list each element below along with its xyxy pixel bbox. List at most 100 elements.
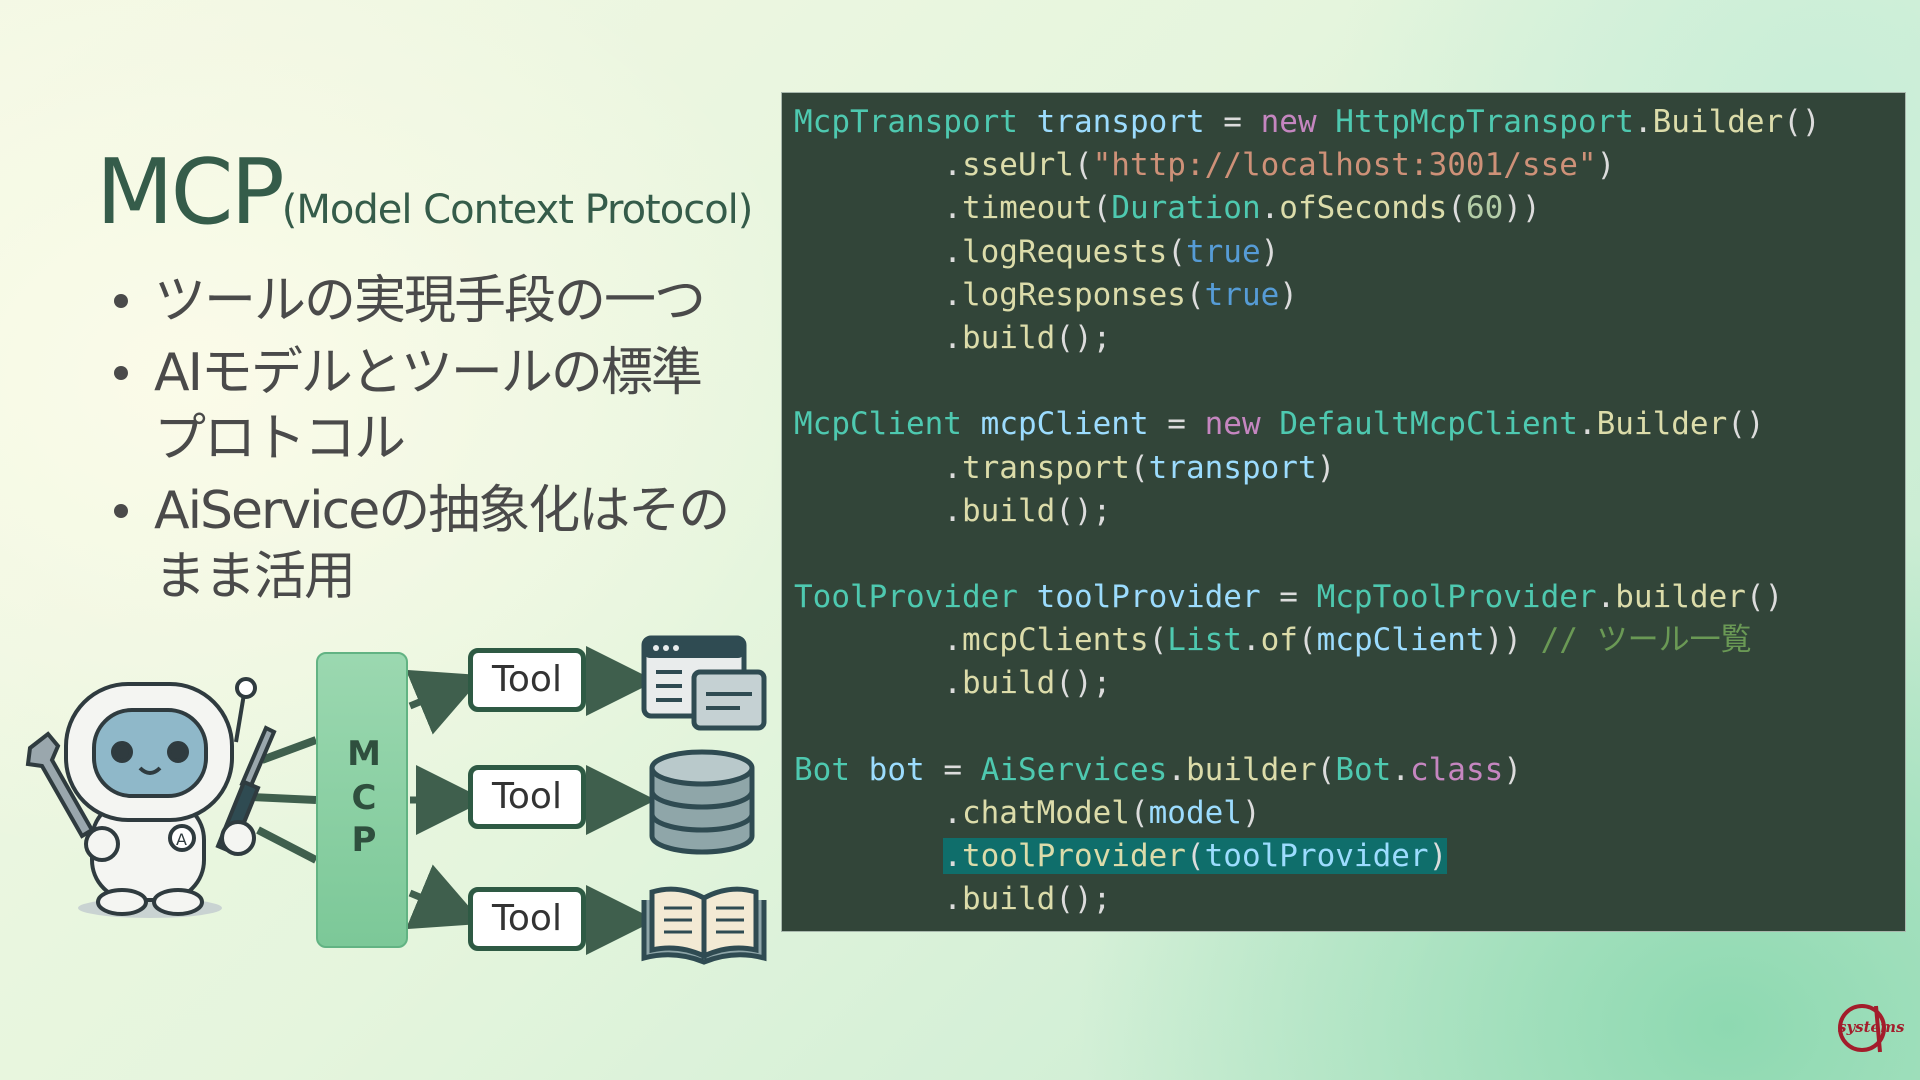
code-highlight: .toolProvider(toolProvider): [943, 838, 1448, 875]
code-line: .build();: [794, 317, 1905, 360]
code-token: .: [1260, 190, 1280, 227]
code-token: .: [1596, 579, 1616, 616]
code-token: model: [1148, 795, 1242, 831]
code-token: .: [794, 665, 962, 702]
code-token: .: [794, 233, 962, 270]
title-main: MCP: [96, 140, 285, 245]
code-token: ();: [1055, 881, 1112, 918]
mcp-to-tool-arrows: [405, 669, 486, 930]
code-token: ): [1596, 147, 1616, 184]
code-token: (: [1167, 233, 1186, 270]
code-line: .chatModel(model): [794, 792, 1905, 835]
tool-box: Tool: [468, 765, 586, 829]
code-comment: // ツール一覧: [1521, 622, 1752, 659]
code-token: ): [1316, 449, 1336, 486]
code-line: McpTransport transport = new HttpMcpTran…: [794, 101, 1905, 144]
code-token: ToolProvider: [794, 579, 1018, 616]
code-token: toolProvider: [961, 838, 1186, 875]
code-token: timeout: [961, 190, 1093, 227]
code-token: =: [924, 751, 981, 788]
code-token: class: [1409, 751, 1504, 788]
code-token: .: [794, 147, 962, 184]
code-line: McpClient mcpClient = new DefaultMcpClie…: [794, 403, 1905, 446]
code-token: (: [1447, 190, 1466, 227]
window-icon: [641, 635, 767, 731]
code-token: =: [1260, 579, 1317, 616]
code-line: .sseUrl("http://localhost:3001/sse"): [794, 144, 1905, 187]
code-token: McpClient: [794, 406, 962, 443]
code-token: transport: [1036, 104, 1205, 140]
code-token: "http://localhost:3001/sse": [1092, 147, 1597, 184]
code-token: .: [794, 276, 962, 313]
code-token: Builder: [1596, 406, 1728, 443]
code-line: .logRequests(true): [794, 231, 1905, 274]
title-subtitle: (Model Context Protocol): [281, 187, 754, 233]
code-token: (): [1745, 579, 1784, 616]
code-token: transport: [1148, 449, 1317, 486]
robot-connector-lines: [249, 736, 318, 864]
code-token: )): [1484, 622, 1522, 659]
database-icon: [649, 749, 755, 855]
book-icon: [641, 886, 767, 965]
code-token: List: [1167, 622, 1242, 659]
code-token: Builder: [1652, 104, 1784, 140]
code-token: .: [1241, 622, 1261, 659]
mcp-letter: P: [351, 820, 377, 860]
code-token: mcpClients: [961, 622, 1149, 659]
code-token: [1317, 104, 1336, 140]
code-token: of: [1260, 622, 1298, 659]
code-line: .build();: [794, 878, 1905, 921]
code-line: .timeout(Duration.ofSeconds(60)): [794, 187, 1905, 230]
code-token: HttpMcpTransport: [1335, 104, 1634, 140]
code-token: build: [961, 881, 1056, 918]
code-token: [1018, 579, 1037, 615]
code-token: [962, 406, 981, 442]
tool-box: Tool: [468, 887, 586, 951]
bullet-item: ツールの実現手段の一つ: [110, 268, 750, 334]
code-token: [1261, 406, 1280, 442]
code-token: true: [1204, 276, 1280, 313]
code-token: DefaultMcpClient: [1279, 406, 1578, 443]
code-token: (: [1129, 795, 1149, 831]
robot-mascot-icon: A: [25, 677, 277, 918]
logo-text: systems: [1838, 1018, 1905, 1036]
code-token: build: [961, 665, 1056, 702]
company-logo: [1838, 1004, 1886, 1053]
code-token: Bot: [794, 751, 850, 788]
code-token: .: [794, 319, 962, 356]
code-line: .logResponses(true): [794, 274, 1905, 317]
code-token: .: [794, 622, 962, 659]
code-token: ): [1279, 276, 1298, 313]
code-token: (: [1073, 147, 1093, 184]
code-token: build: [961, 319, 1056, 356]
code-line-blank: [794, 706, 1905, 749]
code-token: ();: [1055, 319, 1112, 356]
code-token: .: [794, 190, 962, 227]
tool-to-resource-arrows: [586, 646, 656, 955]
code-token: =: [1204, 104, 1261, 140]
code-token: Bot: [1335, 751, 1392, 788]
mcp-bar: M C P: [316, 652, 408, 948]
code-line: .build();: [794, 490, 1905, 533]
code-token: .: [794, 795, 962, 831]
code-token: .: [1577, 406, 1597, 443]
code-block: McpTransport transport = new HttpMcpTran…: [781, 92, 1906, 932]
code-token: [794, 838, 943, 874]
code-token: (: [1185, 838, 1205, 875]
slide-title: MCP(Model Context Protocol): [96, 140, 754, 245]
code-token: ): [1241, 795, 1261, 831]
code-line: ToolProvider toolProvider = McpToolProvi…: [794, 576, 1905, 619]
code-token: .: [1391, 751, 1410, 788]
code-token: toolProvider: [1036, 579, 1261, 616]
code-token: Duration: [1111, 190, 1261, 227]
code-token: logRequests: [961, 233, 1168, 270]
code-token: (: [1297, 622, 1317, 659]
code-line: .build();: [794, 662, 1905, 705]
code-token: mcpClient: [980, 406, 1149, 443]
code-token: builder: [1615, 579, 1746, 616]
code-token: .: [794, 449, 962, 486]
code-token: mcpClient: [1316, 622, 1485, 659]
mcp-letter: M: [347, 734, 381, 774]
code-token: sseUrl: [961, 147, 1074, 184]
